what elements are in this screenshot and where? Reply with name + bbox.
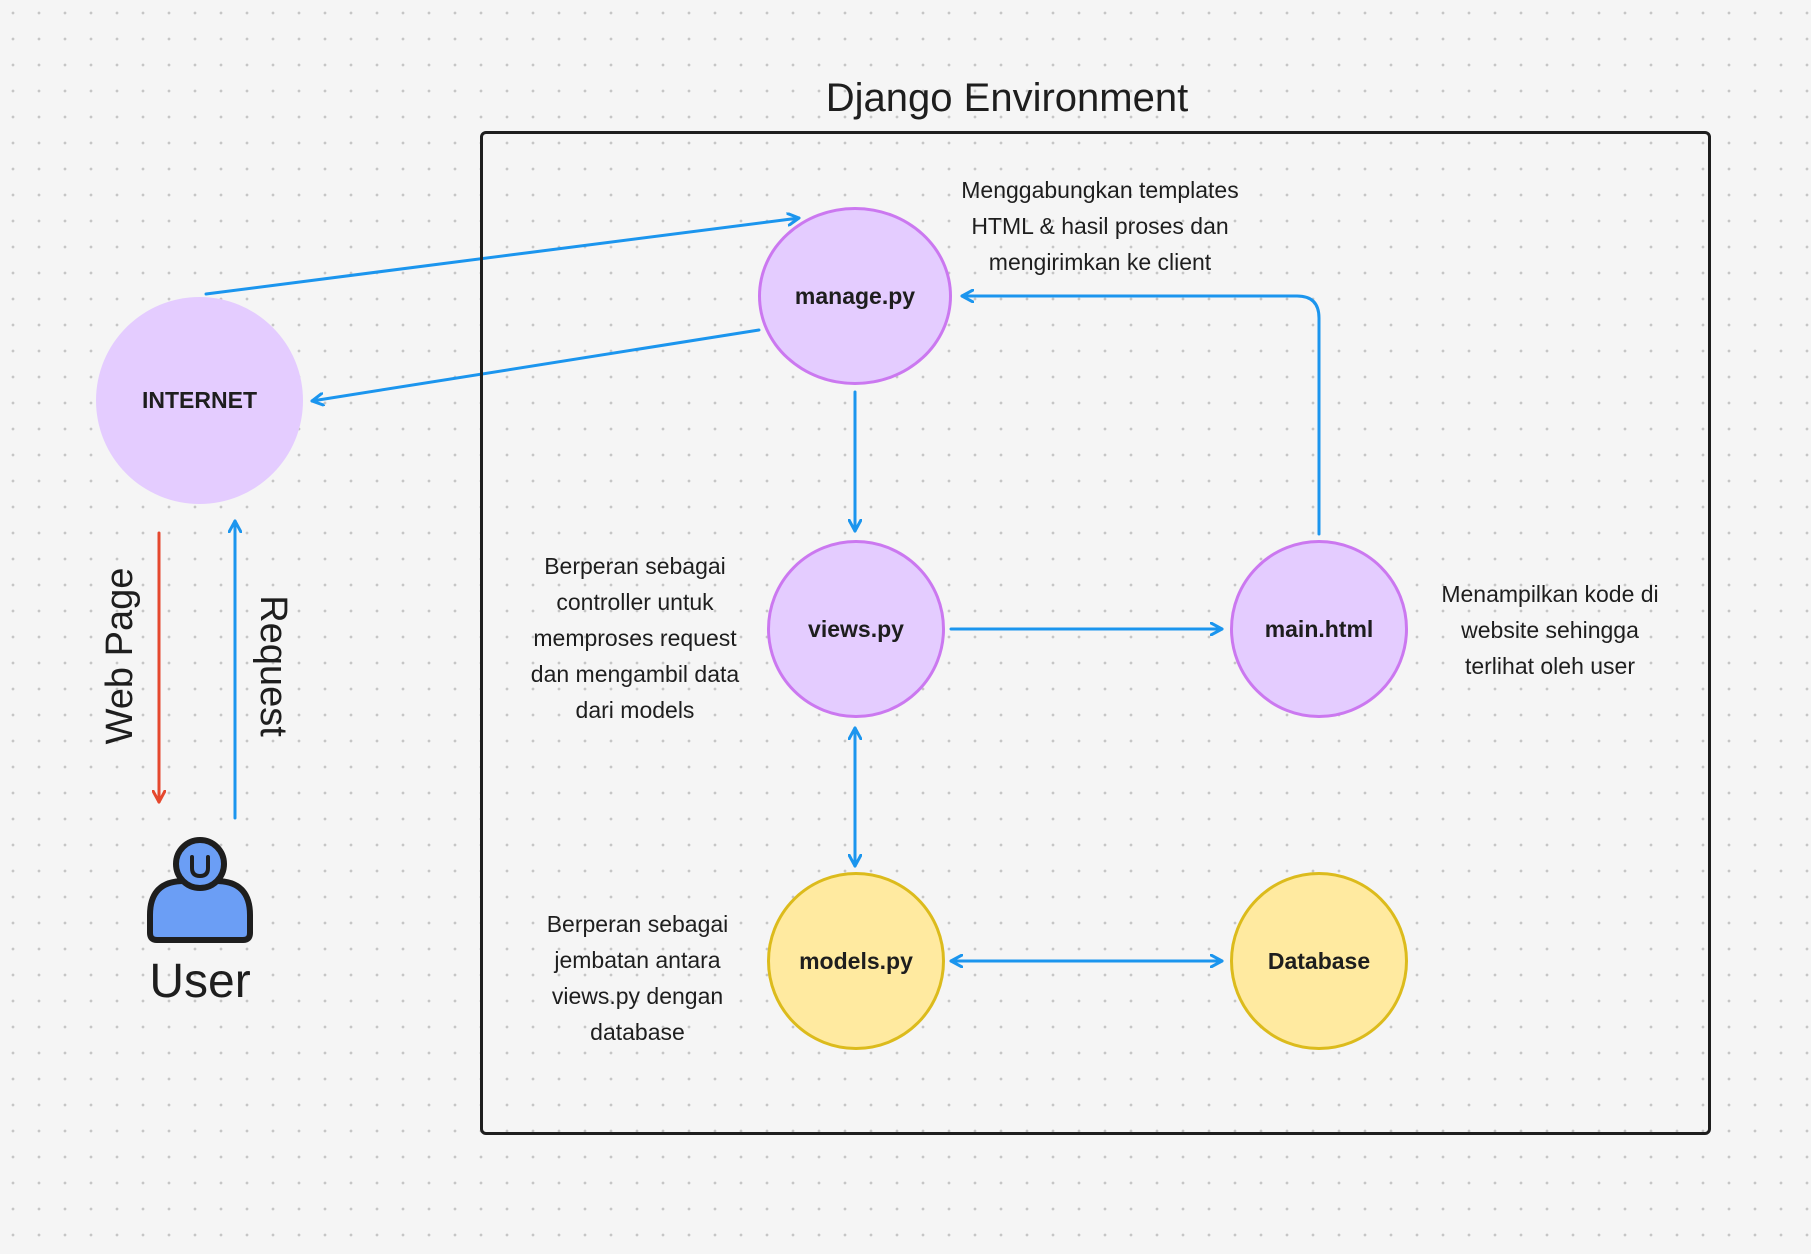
environment-frame [480, 131, 1711, 1135]
views-py-note: Berperan sebagai controller untuk mempro… [530, 553, 740, 723]
manage-py-node-label: manage.py [794, 282, 916, 309]
models-py-node-label: models.py [799, 947, 913, 974]
main-html-node[interactable]: main.html [1230, 540, 1408, 718]
arrow-main-html-to-manage [960, 296, 1321, 536]
views-py-node[interactable]: views.py [767, 540, 945, 718]
internet-node-label: INTERNET [142, 387, 257, 413]
manage-py-node[interactable]: manage.py [758, 207, 952, 385]
main-html-note: Menampilkan kode di website sehingga ter… [1441, 581, 1659, 679]
models-py-node[interactable]: models.py [767, 872, 945, 1050]
request-label: Request [252, 595, 294, 737]
manage-py-note: Menggabungkan templates HTML & hasil pro… [961, 177, 1239, 275]
main-html-node-label: main.html [1264, 615, 1374, 642]
arrow-internet-to-manage [204, 218, 801, 296]
environment-title: Django Environment [825, 76, 1189, 120]
models-py-note: Berperan sebagai jembatan antara views.p… [546, 911, 729, 1045]
user-icon [147, 837, 253, 943]
web-page-label: Web Page [99, 567, 141, 745]
internet-node[interactable]: INTERNET [96, 297, 303, 504]
arrow-manage-to-internet [310, 328, 761, 401]
user-label: User [149, 955, 251, 1008]
views-py-node-label: views.py [808, 615, 904, 642]
database-node-label: Database [1267, 947, 1371, 974]
database-node[interactable]: Database [1230, 872, 1408, 1050]
